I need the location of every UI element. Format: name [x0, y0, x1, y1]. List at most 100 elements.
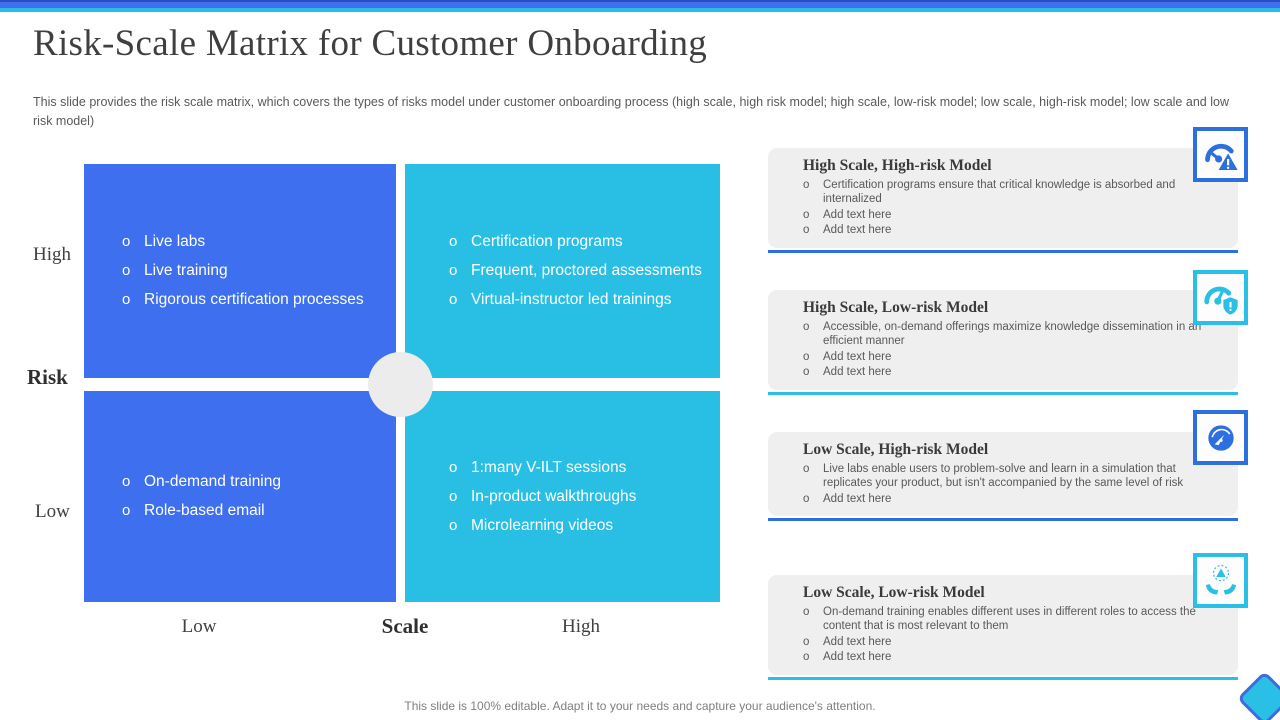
- quadrant-list: o Certification programs o Frequent, proct…: [405, 224, 712, 318]
- list-item: o Accessible, on-demand offerings maximiz…: [803, 320, 1220, 349]
- list-item-label: Add text here: [823, 366, 892, 379]
- list-item: o Rigorous certification processes: [122, 289, 364, 311]
- gauge-dial-icon: [1193, 410, 1248, 465]
- list-item-label: Certification programs: [471, 233, 623, 250]
- list-item-label: Role-based email: [144, 502, 265, 519]
- gauge-warning-icon: [1193, 127, 1248, 182]
- panel-underline: [768, 391, 1238, 395]
- list-item-label: Accessible, on-demand offerings maximize…: [823, 321, 1202, 348]
- bullet-icon: o: [449, 516, 458, 534]
- panel-title: High Scale, Low-risk Model: [803, 299, 989, 316]
- list-item: o On-demand training enables different us…: [803, 605, 1220, 634]
- x-axis-high-label: High: [562, 616, 600, 637]
- bullet-icon: o: [803, 366, 810, 379]
- bullet-icon: o: [122, 502, 131, 519]
- x-axis-title: Scale: [381, 614, 429, 638]
- bullet-icon: o: [449, 487, 458, 505]
- list-item: o Add text here: [803, 650, 1220, 664]
- y-axis-low-label: Low: [35, 501, 70, 522]
- list-item: o Live training: [122, 260, 364, 282]
- footer-note: This slide is 100% editable. Adapt it to…: [404, 699, 876, 713]
- panel-underline: [768, 518, 1238, 522]
- bullet-icon: o: [803, 635, 810, 648]
- bullet-icon: o: [122, 262, 131, 279]
- list-item: o In-product walkthroughs: [449, 486, 636, 508]
- panel-title: Low Scale, High-risk Model: [803, 441, 989, 458]
- bullet-icon: o: [122, 291, 131, 308]
- bullet-icon: o: [803, 224, 810, 237]
- accent-bar-blue: [0, 2, 1280, 8]
- bullet-icon: o: [449, 458, 458, 476]
- list-item: o Add text here: [803, 208, 1220, 222]
- list-item-label: Frequent, proctored assessments: [471, 262, 702, 279]
- list-item-label: In-product walkthroughs: [471, 487, 637, 505]
- gauge-shield-icon: [1193, 270, 1248, 325]
- panel-list: o Accessible, on-demand offerings maximiz…: [803, 320, 1220, 380]
- panel-low-scale-low-risk: Low Scale, Low-risk Model o On-demand tra…: [768, 575, 1238, 680]
- y-axis-high-label: High: [33, 244, 71, 265]
- bullet-icon: o: [449, 291, 458, 308]
- list-item: o Live labs: [122, 231, 364, 253]
- bullet-icon: o: [803, 606, 810, 618]
- bullet-icon: o: [449, 262, 458, 279]
- list-item: o Certification programs ensure that crit…: [803, 178, 1220, 207]
- x-axis-low-label: Low: [181, 616, 217, 637]
- slide-description: This slide provides the risk scale matri…: [33, 95, 1229, 128]
- hands-triangle-icon: [1193, 553, 1248, 608]
- bullet-icon: o: [803, 492, 810, 505]
- list-item: o Virtual-instructor led trainings: [449, 289, 702, 311]
- panel-title: Low Scale, Low-risk Model: [803, 584, 985, 601]
- list-item: o Frequent, proctored assessments: [449, 260, 702, 282]
- list-item-label: Add text here: [823, 208, 892, 221]
- bullet-icon: o: [803, 208, 810, 221]
- list-item: o Add text here: [803, 365, 1220, 379]
- list-item-label: Certification programs ensure that criti…: [823, 179, 1176, 206]
- list-item-label: Live labs: [144, 233, 206, 250]
- list-item-label: 1:many V-ILT sessions: [471, 458, 627, 476]
- panel-underline: [768, 249, 1238, 253]
- panel-list: o Certification programs ensure that crit…: [803, 178, 1220, 238]
- list-item-label: Live training: [144, 262, 228, 279]
- list-item-label: Virtual-instructor led trainings: [471, 291, 672, 308]
- bullet-icon: o: [803, 463, 810, 475]
- bullet-icon: o: [803, 651, 810, 664]
- list-item: o Role-based email: [122, 500, 281, 522]
- list-item: o 1:many V-ILT sessions: [449, 457, 636, 479]
- list-item: o Add text here: [803, 635, 1220, 649]
- list-item-label: On-demand training: [144, 473, 281, 490]
- bullet-icon: o: [122, 233, 131, 250]
- list-item-label: Add text here: [823, 651, 892, 664]
- list-item-label: Add text here: [823, 350, 892, 363]
- panel-high-scale-low-risk: High Scale, Low-risk Model o Accessible, …: [768, 290, 1238, 395]
- y-axis-title: Risk: [27, 365, 68, 389]
- bullet-icon: o: [803, 179, 810, 191]
- list-item-label: Add text here: [823, 492, 892, 505]
- list-item-label: Add text here: [823, 635, 892, 648]
- panel-box: Low Scale, Low-risk Model o On-demand tra…: [768, 575, 1238, 675]
- list-item: o Add text here: [803, 492, 1220, 506]
- list-item-label: On-demand training enables different use…: [823, 606, 1196, 633]
- panel-list: o On-demand training enables different us…: [803, 605, 1220, 665]
- list-item-label: Rigorous certification processes: [144, 291, 364, 308]
- accent-bar-navy: [0, 0, 1280, 2]
- bullet-icon: o: [803, 321, 810, 333]
- page-title: Risk-Scale Matrix for Customer Onboardin…: [33, 23, 708, 64]
- panel-box: High Scale, Low-risk Model o Accessible, …: [768, 290, 1238, 390]
- accent-bar-cyan: [0, 8, 1280, 12]
